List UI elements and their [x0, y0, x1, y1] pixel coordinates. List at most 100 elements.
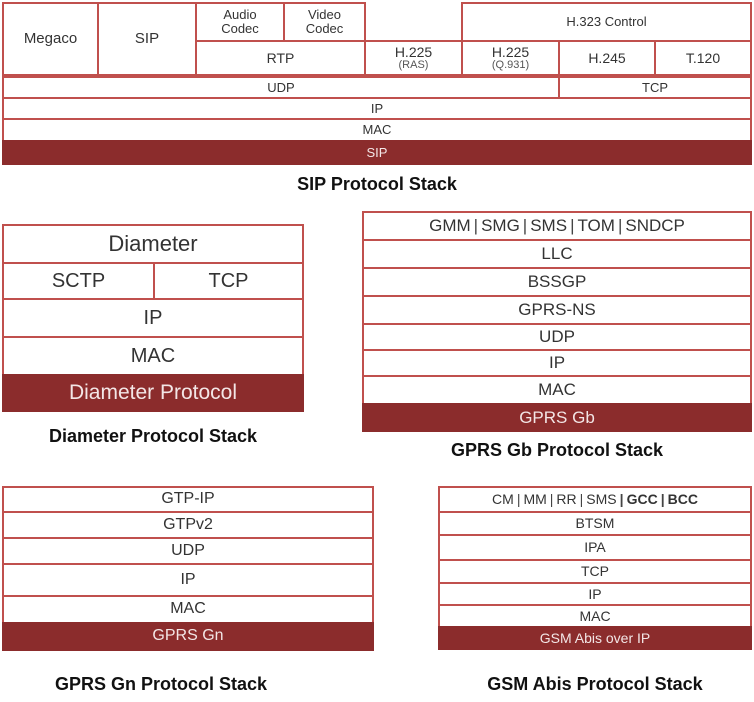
diameter-top-layer: Diameter [2, 224, 304, 264]
gprs-gn-ip-layer: IP [2, 563, 374, 597]
abis-sep: | [619, 491, 624, 508]
diameter-sctp-layer: SCTP [2, 262, 155, 300]
h225-q931-label: H.225 [491, 43, 530, 60]
abis-cm: CM [492, 491, 514, 508]
gb-tom: TOM [577, 216, 615, 236]
h225-ras-sub: (RAS) [398, 58, 429, 71]
gsm-abis-tcp-layer: TCP [438, 559, 752, 584]
gprs-gn-mac-layer: MAC [2, 595, 374, 624]
sip-base-label: SIP [366, 144, 388, 160]
h225-q931-sub: (Q.931) [491, 58, 530, 71]
t120-label: T.120 [685, 49, 721, 66]
abis-sms: SMS [586, 491, 617, 508]
gprs-gb-top-layer: GMM| SMG| SMS| TOM| SNDCP [362, 211, 752, 241]
gb-ns-label: GPRS-NS [518, 300, 596, 320]
gn-gtpv2-label: GTPv2 [163, 515, 213, 533]
gsm-abis-mac-layer: MAC [438, 604, 752, 628]
abis-mm: MM [523, 491, 547, 508]
video-codec-line2: Codec [305, 21, 344, 36]
h245-label: H.245 [588, 49, 626, 66]
gprs-gn-gtpip-layer: GTP-IP [2, 486, 374, 513]
abis-ipa-label: IPA [584, 539, 606, 556]
sip-video-codec-layer: Video Codec [283, 2, 366, 42]
gsm-abis-base-layer: GSM Abis over IP [438, 626, 752, 650]
sip-mac-label: MAC [362, 122, 392, 138]
sip-ip-layer: IP [2, 97, 752, 120]
gb-udp-label: UDP [539, 327, 575, 347]
sip-mac-layer: MAC [2, 118, 752, 142]
abis-sep: | [516, 491, 521, 508]
gprs-gb-mac-layer: MAC [362, 375, 752, 405]
diameter-base-label: Diameter Protocol [68, 380, 238, 404]
sip-udp-label: UDP [267, 79, 295, 95]
gn-ip-label: IP [180, 570, 196, 588]
gb-sep: | [617, 216, 623, 236]
diameter-mac-label: MAC [130, 344, 176, 367]
gb-gmm: GMM [429, 216, 471, 236]
diameter-tcp-layer: TCP [153, 262, 304, 300]
diameter-base-layer: Diameter Protocol [2, 374, 304, 412]
abis-rr: RR [556, 491, 577, 508]
diameter-caption: Diameter Protocol Stack [48, 426, 258, 446]
abis-sep: | [579, 491, 584, 508]
gb-mac-label: MAC [538, 380, 576, 400]
diameter-ip-label: IP [143, 306, 163, 329]
sip-megaco-layer: Megaco [2, 2, 99, 76]
sip-rtp-layer: RTP [195, 40, 366, 76]
sip-t120-layer: T.120 [654, 40, 752, 76]
gb-sep: | [570, 216, 575, 236]
gsm-abis-top-layer: CM| MM| RR| SMS| GCC| BCC [438, 486, 752, 513]
sip-h225-ras-layer: H.225 (RAS) [364, 40, 463, 76]
gprs-gb-llc-layer: LLC [362, 239, 752, 269]
gb-sndcp: SNDCP [625, 216, 685, 236]
audio-codec-line1: Audio [223, 7, 257, 23]
gprs-gn-gtpv2-layer: GTPv2 [2, 511, 374, 539]
sip-megaco-label: Megaco [23, 30, 78, 48]
h323-control-label: H.323 Control [566, 14, 647, 30]
sip-h245-layer: H.245 [558, 40, 656, 76]
abis-mac-label: MAC [579, 607, 611, 624]
abis-ip-label: IP [588, 585, 602, 602]
abis-bcc: BCC [667, 491, 698, 508]
sip-tcp-label: TCP [642, 79, 668, 95]
gprs-gn-base-layer: GPRS Gn [2, 622, 374, 651]
gb-sms: SMS [530, 216, 568, 236]
gsm-abis-ipa-layer: IPA [438, 534, 752, 561]
gn-base-label: GPRS Gn [152, 627, 224, 645]
sip-h225-q931-layer: H.225 (Q.931) [461, 40, 560, 76]
gb-bssgp-label: BSSGP [527, 272, 587, 292]
sip-sip-label: SIP [134, 30, 160, 48]
gb-ip-label: IP [548, 353, 566, 373]
gsm-abis-caption: GSM Abis Protocol Stack [487, 674, 703, 694]
sip-ip-label: IP [370, 100, 384, 116]
gprs-gb-ip-layer: IP [362, 349, 752, 377]
diameter-sctp-label: SCTP [51, 269, 106, 292]
gb-llc-label: LLC [541, 244, 573, 264]
sip-base-layer: SIP [2, 140, 752, 165]
abis-btsm-label: BTSM [575, 515, 615, 532]
gprs-gb-base-layer: GPRS Gb [362, 403, 752, 432]
gprs-gb-udp-layer: UDP [362, 323, 752, 351]
rtp-label: RTP [266, 49, 295, 66]
abis-gcc: GCC [626, 491, 658, 508]
abis-sep: | [549, 491, 554, 508]
diameter-ip-layer: IP [2, 298, 304, 338]
gb-smg: SMG [481, 216, 520, 236]
gprs-gn-udp-layer: UDP [2, 537, 374, 565]
abis-tcp-label: TCP [581, 563, 609, 580]
gb-sep: | [473, 216, 479, 236]
audio-codec-line2: Codec [221, 21, 259, 36]
gprs-gn-caption: GPRS Gn Protocol Stack [54, 674, 268, 694]
diameter-mac-layer: MAC [2, 336, 304, 376]
sip-h323-control-layer: H.323 Control [461, 2, 752, 42]
sip-caption: SIP Protocol Stack [297, 174, 457, 194]
sip-audio-codec-layer: Audio Codec [195, 2, 285, 42]
gsm-abis-ip-layer: IP [438, 582, 752, 606]
sip-sip-layer: SIP [97, 2, 197, 76]
gb-base-label: GPRS Gb [519, 407, 595, 427]
gsm-abis-btsm-layer: BTSM [438, 511, 752, 536]
gn-gtpip-label: GTP-IP [161, 490, 215, 508]
gprs-gb-ns-layer: GPRS-NS [362, 295, 752, 325]
gprs-gb-bssgp-layer: BSSGP [362, 267, 752, 297]
gprs-gb-caption: GPRS Gb Protocol Stack [450, 440, 664, 460]
